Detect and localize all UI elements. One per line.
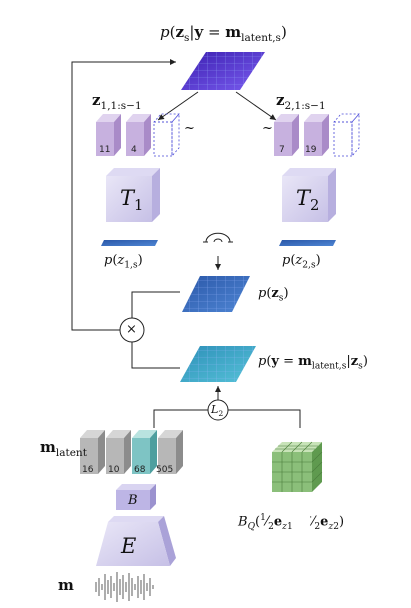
t2-label: T2 (296, 186, 320, 215)
latent-token-2 (106, 430, 131, 474)
pz2-label: p(z2,s) (282, 253, 321, 271)
token-1-2-label: 4 (131, 145, 137, 155)
pz1-bar (101, 240, 158, 246)
line-pzs-to-times (131, 291, 180, 318)
pz1-label: p(z1,s) (104, 253, 143, 271)
latent-token-2-label: 10 (108, 465, 120, 475)
latent-token-1 (80, 430, 105, 474)
tilde-2: ~ (262, 121, 273, 136)
tilde-1: ~ (184, 121, 195, 136)
t1-label: T1 (120, 186, 144, 215)
arrow-to-branch-1 (157, 91, 199, 121)
l2-label: L2 (211, 403, 224, 419)
waveform (95, 572, 154, 602)
feedback-loop-line (71, 59, 176, 331)
top-distribution-label: p(zs|y = mlatent,s) (160, 23, 287, 44)
token-2-1-label: 7 (279, 145, 285, 155)
combine-symbol (203, 232, 233, 243)
transformer-2-cube (282, 168, 336, 222)
transformer-1-cube (106, 168, 160, 222)
z1-context-label: z1,1:s−1 (92, 91, 142, 112)
token-1-1-label: 11 (99, 145, 111, 155)
codebook-cube (272, 441, 323, 492)
likelihood-grid (180, 346, 256, 382)
latent-token-3-label: 68 (134, 465, 146, 475)
arrow-to-branch-2 (235, 91, 277, 121)
token-1-2 (126, 114, 151, 156)
e-label: E (121, 534, 137, 558)
token-2-2-label: 19 (305, 145, 317, 155)
likelihood-label: p(y = mlatent,s|zs) (258, 354, 368, 372)
times-node (119, 317, 145, 343)
b-label: B (128, 493, 138, 508)
latent-tokens (80, 430, 183, 474)
b-block (116, 484, 156, 510)
line-l2-to-latent (153, 409, 208, 428)
top-distribution-grid (181, 52, 265, 90)
latent-token-4-label: 505 (156, 465, 174, 475)
branch-1-tokens (96, 112, 180, 158)
token-2-1 (274, 114, 299, 156)
token-1-1 (96, 114, 121, 156)
token-2-2 (304, 114, 329, 156)
pz2-bar (279, 240, 336, 246)
m-label: m (58, 576, 74, 594)
pzs-grid (182, 276, 250, 312)
pzs-label: p(zs) (258, 286, 289, 304)
times-symbol: × (126, 322, 137, 337)
token-2-placeholder (333, 112, 360, 158)
latent-token-4 (158, 430, 183, 474)
latent-token-1-label: 16 (82, 465, 94, 475)
line-l2-to-codebook (228, 409, 301, 428)
encoder-block (96, 516, 176, 566)
token-1-placeholder (153, 112, 180, 158)
codebook-label: BQ(1⁄2ez1 ·⁄2ez2) (238, 513, 345, 532)
mlatent-label: mlatent (40, 438, 87, 459)
branch-2-tokens (274, 112, 360, 158)
latent-token-3 (132, 430, 157, 474)
line-likelihood-to-times (131, 342, 180, 369)
z2-context-label: z2,1:s−1 (276, 91, 326, 112)
